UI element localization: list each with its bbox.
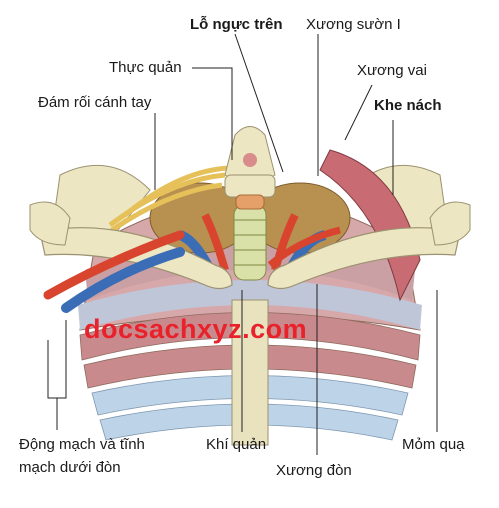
clavicles	[29, 201, 471, 290]
label-trachea: Khí quản	[206, 436, 267, 453]
label-superior-thoracic-aperture: Lỗ ngực trên	[190, 16, 283, 33]
leader-lines	[47, 33, 438, 455]
trachea	[233, 204, 267, 281]
brachial-plexus	[103, 165, 231, 238]
label-esophagus: Thực quản	[109, 59, 182, 76]
label-axillary-inlet: Khe nách	[374, 97, 442, 114]
label-brachial-plexus: Đám rối cánh tay	[38, 94, 152, 111]
label-clavicle: Xương đòn	[276, 462, 352, 479]
scapulae	[54, 149, 446, 302]
label-first-rib: Xương sườn I	[306, 16, 401, 33]
label-subclavian-vessels: Động mạch và tĩnh mạch dưới đòn	[19, 436, 145, 476]
watermark: docsachxyz.com	[84, 314, 308, 344]
esophagus	[235, 194, 265, 210]
label-coracoid-process: Mỏm quạ	[402, 436, 465, 453]
subclavian-vessels	[43, 230, 185, 313]
label-scapula: Xương vai	[357, 62, 427, 79]
